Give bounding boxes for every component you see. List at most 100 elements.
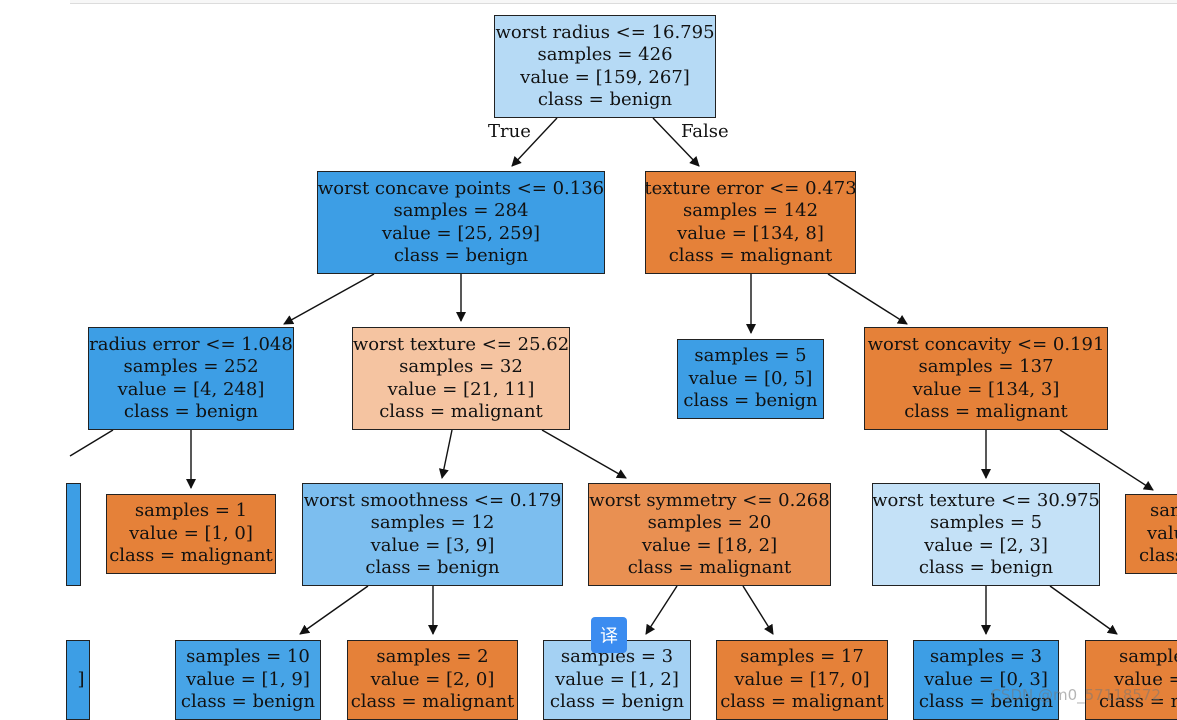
node-text: worst symmetry <= 0.268 <box>589 489 830 511</box>
edge-n3-offscreen <box>69 429 114 457</box>
node-text: class = benign <box>393 245 529 266</box>
tree-node-n13: samples = 2 value = [2, 0] class = malig… <box>347 640 518 720</box>
node-text: valu <box>1147 522 1177 544</box>
tree-node-n16: samples = 3 value = [0, 3] class = benig… <box>913 640 1059 720</box>
node-text: value = [18, 2] <box>641 534 778 556</box>
node-text: class = malignant <box>904 401 1068 422</box>
tree-node-n8: worst smoothness <= 0.179 samples = 12 v… <box>302 483 563 586</box>
node-text: samples = 142 <box>682 200 819 221</box>
node-text: value = [134, 3] <box>912 378 1060 400</box>
tree-node-n3: radius error <= 1.048 samples = 252 valu… <box>88 327 294 430</box>
node-text: radius error <= 1.048 <box>89 333 293 355</box>
node-text: value = [1, 2] <box>555 668 679 690</box>
node-text: class = benign <box>549 691 685 713</box>
node-text: samples = 32 <box>399 356 523 377</box>
node-text: value = [2, 0] <box>370 668 495 690</box>
top-divider <box>70 0 1177 4</box>
tree-node-n7: samples = 1 value = [1, 0] class = malig… <box>106 494 276 574</box>
node-text: samples = 10 <box>186 646 310 668</box>
edge-n8-n12 <box>299 585 369 635</box>
node-text: class <box>1139 545 1177 567</box>
node-text: value = [0, 5] <box>688 367 813 389</box>
node-text: class = benign <box>180 691 316 713</box>
node-text: worst concave points <= 0.136 <box>317 177 605 199</box>
tree-node-n17: sample value = class = m <box>1085 640 1177 720</box>
node-text: value = [1, 0] <box>129 522 253 544</box>
tree-node-n2: texture error <= 0.473 samples = 142 val… <box>645 171 856 274</box>
node-text: class = malignant <box>668 245 833 266</box>
node-text: value = [4, 248] <box>117 378 265 400</box>
node-text: san <box>1150 500 1177 522</box>
edge-n4-n8 <box>438 429 453 479</box>
node-text: samples = 17 <box>740 646 864 668</box>
tree-node-n11: san valu class <box>1125 494 1177 574</box>
edge-n1-n3 <box>283 273 375 325</box>
edge-root-n2 <box>652 117 700 167</box>
edge-root-n1 <box>511 117 558 167</box>
edge-n4-n9 <box>541 429 627 479</box>
node-text: samples = 2 <box>376 646 489 668</box>
node-text: class = malignant <box>720 691 884 713</box>
tree-node-n6: worst concavity <= 0.191 samples = 137 v… <box>864 327 1108 430</box>
node-text: worst texture <= 30.975 <box>872 489 1100 511</box>
node-text: value = [25, 259] <box>381 222 541 244</box>
node-text: worst texture <= 25.62 <box>352 333 570 355</box>
tree-node-n4: worst texture <= 25.62 samples = 32 valu… <box>352 327 570 430</box>
tree-node-n10: worst texture <= 30.975 samples = 5 valu… <box>872 483 1100 586</box>
node-text: class = malignant <box>379 401 543 422</box>
translate-button[interactable]: 译 <box>591 617 627 653</box>
node-text: samples = 3 <box>929 646 1043 668</box>
node-text: class = malignant <box>109 545 273 567</box>
edge-n10-n17 <box>1049 585 1118 635</box>
node-text: samples = 20 <box>647 512 772 533</box>
edge-n9-n15 <box>742 585 774 635</box>
node-text: samples = 5 <box>694 345 807 367</box>
node-text: worst concavity <= 0.191 <box>867 333 1105 355</box>
edge-label-false: False <box>681 121 729 142</box>
tree-node-n9: worst symmetry <= 0.268 samples = 20 val… <box>588 483 831 586</box>
node-text: value = [21, 11] <box>387 378 535 400</box>
node-text: value = [1, 9] <box>186 668 310 690</box>
node-text: class = benign <box>537 89 673 110</box>
tree-node-n1: worst concave points <= 0.136 samples = … <box>317 171 605 274</box>
node-text: sample <box>1119 646 1177 668</box>
node-text: value = [159, 267] <box>520 66 690 88</box>
node-text: ] <box>77 668 85 690</box>
node-text: value = [134, 8] <box>677 222 824 244</box>
tree-node-n5: samples = 5 value = [0, 5] class = benig… <box>677 339 824 419</box>
edge-n6-n11 <box>1059 429 1154 491</box>
node-text: samples = 12 <box>370 512 495 533</box>
node-text: class = m <box>1099 691 1177 713</box>
node-text: worst smoothness <= 0.179 <box>303 489 562 511</box>
tree-node-offscreen-left <box>66 483 81 586</box>
node-text: samples = 3 <box>560 646 674 668</box>
node-text: value = [17, 0] <box>734 668 870 690</box>
node-text: value = <box>1114 668 1177 690</box>
edge-n9-n14 <box>645 585 678 635</box>
node-text: class = benign <box>918 557 1054 578</box>
node-text: class = benign <box>683 390 818 412</box>
node-text: samples = 5 <box>929 512 1043 533</box>
node-text: class = benign <box>918 691 1054 713</box>
node-text: value = [2, 3] <box>924 534 1048 556</box>
left-margin <box>0 0 70 712</box>
node-text: samples = 1 <box>134 500 248 522</box>
node-text: class = benign <box>365 557 500 578</box>
node-text: class = malignant <box>627 557 792 578</box>
node-text: worst radius <= 16.795 <box>495 21 715 43</box>
tree-node-n14: samples = 3 value = [1, 2] class = benig… <box>543 640 691 720</box>
node-text: class = benign <box>123 401 259 422</box>
node-text: value = [3, 9] <box>370 534 495 556</box>
watermark: CSDN @m0_57118572 <box>990 686 1161 704</box>
node-text: texture error <= 0.473 <box>645 177 856 199</box>
tree-node-n12: samples = 10 value = [1, 9] class = beni… <box>175 640 321 720</box>
node-text: samples = 137 <box>918 356 1054 377</box>
node-text: samples = 426 <box>537 44 673 65</box>
node-text: value = [0, 3] <box>924 668 1048 690</box>
tree-node-n15: samples = 17 value = [17, 0] class = mal… <box>716 640 888 720</box>
edge-label-true: True <box>488 121 531 142</box>
edge-n2-n6 <box>827 273 908 325</box>
node-text: samples = 284 <box>393 200 529 221</box>
tree-node-offscreen-left-2: ] <box>66 640 90 720</box>
